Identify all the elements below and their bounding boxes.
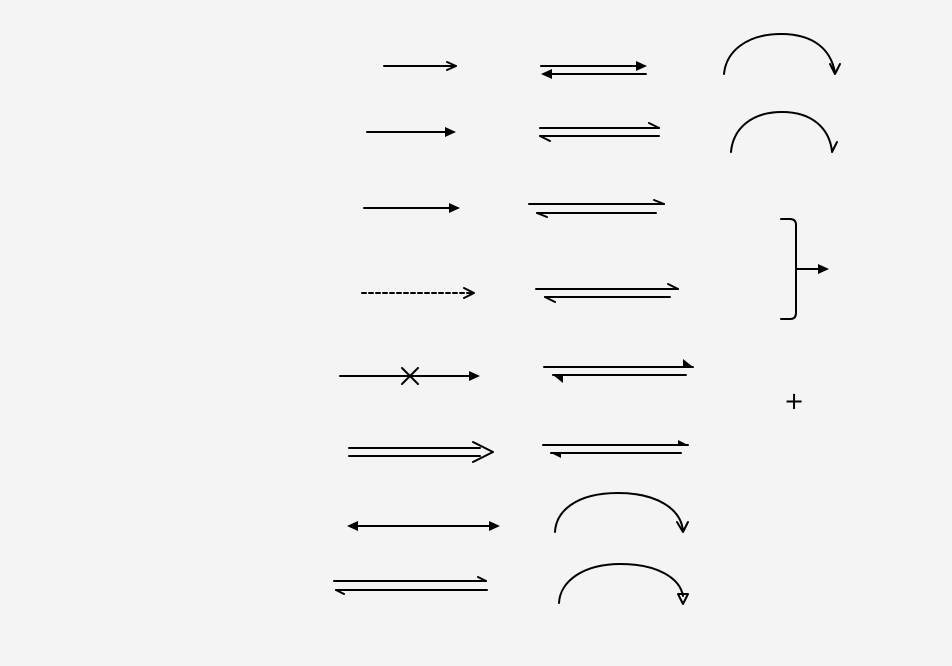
arrow-double-line-open[interactable]: [348, 441, 494, 463]
equilibrium-filled[interactable]: [540, 61, 647, 79]
arrow-line-solid[interactable]: [363, 203, 460, 213]
curved-half-open-arrow-right-2[interactable]: [730, 111, 838, 153]
equilibrium-half-open-1[interactable]: [539, 122, 660, 142]
equilibrium-half-filled[interactable]: [543, 359, 694, 383]
arrow-line-filled[interactable]: [366, 127, 456, 137]
curved-hollow-triangle-arrow[interactable]: [558, 563, 689, 605]
plus-symbol: +: [783, 387, 805, 415]
arrow-half-headed-equilibrium-left[interactable]: [333, 576, 488, 595]
equilibrium-half-open-3[interactable]: [535, 283, 679, 303]
arrow-crossed-out[interactable]: [339, 367, 480, 385]
bracket-arrow[interactable]: [780, 218, 829, 320]
curved-open-arrow-middle[interactable]: [554, 492, 689, 533]
equilibrium-half-open-2[interactable]: [528, 199, 665, 218]
curved-open-arrow-right-1[interactable]: [723, 33, 841, 75]
arrow-dashed-open[interactable]: [361, 287, 475, 299]
equilibrium-half-filled-small[interactable]: [542, 440, 689, 458]
arrow-line-open[interactable]: [383, 61, 457, 71]
arrow-double-headed[interactable]: [347, 521, 500, 531]
